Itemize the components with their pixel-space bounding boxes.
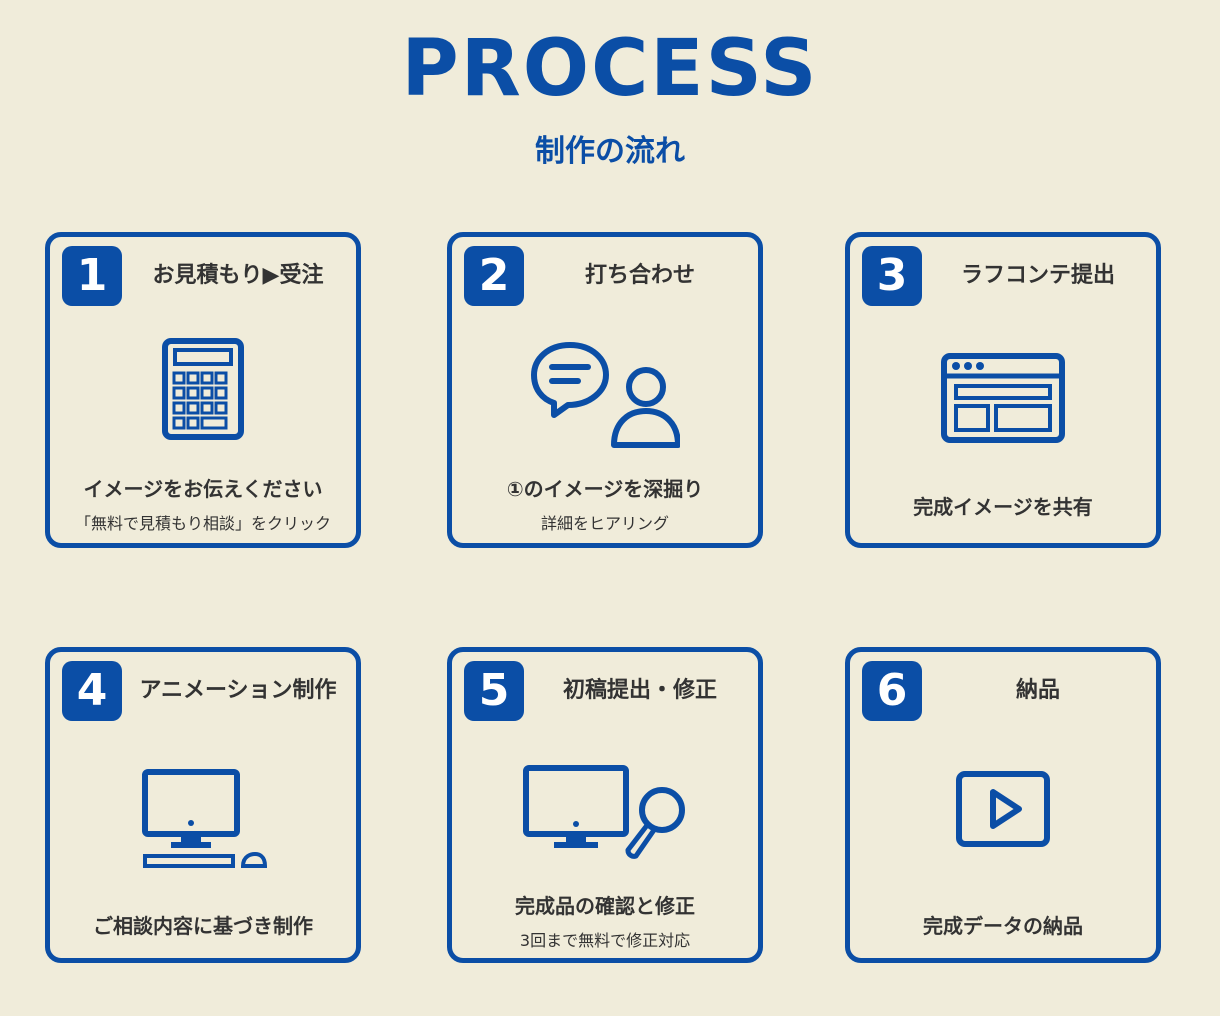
desktop-computer-icon bbox=[142, 769, 267, 868]
page-subtitle: 制作の流れ bbox=[535, 134, 685, 169]
step-title: 打ち合わせ bbox=[584, 263, 695, 288]
step-description: 完成データの納品 bbox=[923, 914, 1083, 938]
step-title: お見積もり▶受注 bbox=[152, 263, 324, 288]
calculator-icon bbox=[162, 338, 244, 440]
step-number-badge: 3 bbox=[862, 246, 922, 306]
browser-window-icon bbox=[941, 353, 1065, 443]
step-card-5: 5 初稿提出・修正 完成品の確認と修正 3回まで無料で修正対応 bbox=[447, 647, 763, 963]
step-card-4: 4 アニメーション制作 ご相談内容に基づき制作 bbox=[45, 647, 361, 963]
step-number-badge: 6 bbox=[862, 661, 922, 721]
step-title: 初稿提出・修正 bbox=[562, 678, 717, 703]
step-card-2: 2 打ち合わせ ①のイメージを深掘り 詳細をヒアリング bbox=[447, 232, 763, 548]
step-number-badge: 2 bbox=[464, 246, 524, 306]
step-title: ラフコンテ提出 bbox=[960, 263, 1115, 288]
step-card-6: 6 納品 完成データの納品 bbox=[845, 647, 1161, 963]
step-card-1: 1 お見積もり▶受注 イメージをお伝えください 「無料で見積もり相談」をクリック bbox=[45, 232, 361, 548]
step-description: 完成品の確認と修正 bbox=[515, 894, 695, 918]
step-number-badge: 1 bbox=[62, 246, 122, 306]
step-subtext: 「無料で見積もり相談」をクリック bbox=[74, 514, 331, 533]
step-card-3: 3 ラフコンテ提出 完成イメージを共有 bbox=[845, 232, 1161, 548]
video-play-icon bbox=[956, 771, 1050, 847]
step-subtext: 詳細をヒアリング bbox=[540, 514, 669, 533]
step-subtext: 3回まで無料で修正対応 bbox=[519, 931, 691, 950]
step-number-badge: 5 bbox=[464, 661, 524, 721]
step-title: アニメーション制作 bbox=[139, 678, 337, 703]
page-title: PROCESS bbox=[401, 24, 819, 114]
chat-person-icon bbox=[531, 342, 680, 448]
step-description: ご相談内容に基づき制作 bbox=[93, 914, 313, 938]
step-description: 完成イメージを共有 bbox=[913, 495, 1093, 519]
step-description: ①のイメージを深掘り bbox=[506, 477, 704, 501]
step-number-badge: 4 bbox=[62, 661, 122, 721]
step-description: イメージをお伝えください bbox=[83, 477, 323, 501]
monitor-magnifier-icon bbox=[523, 765, 685, 859]
step-title: 納品 bbox=[1015, 678, 1060, 703]
